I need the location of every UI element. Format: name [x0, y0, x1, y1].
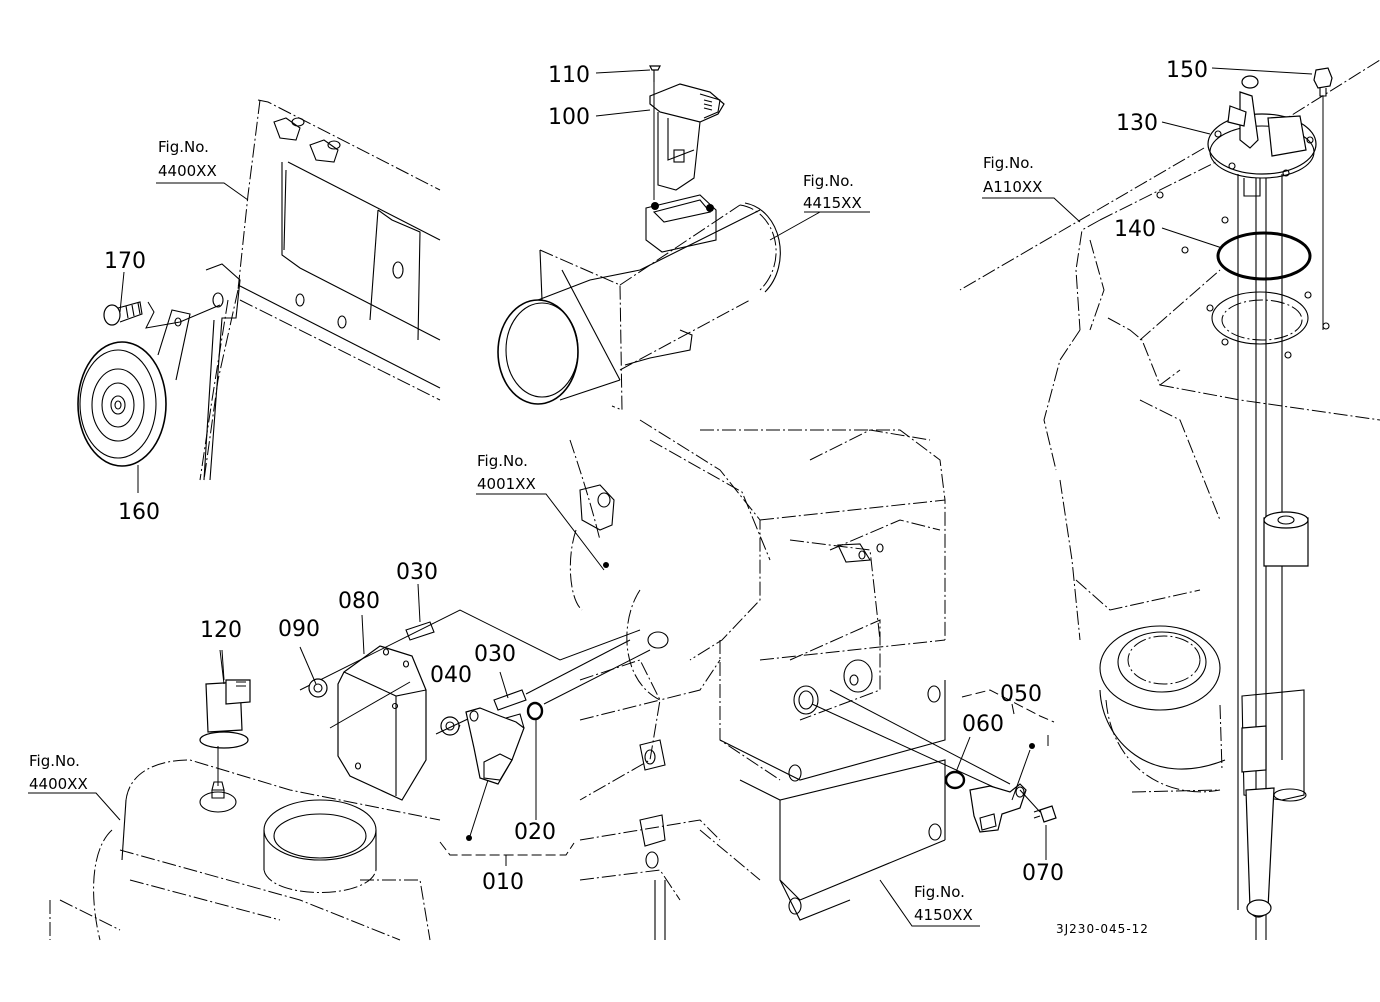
callout-150: 150 — [1166, 58, 1208, 83]
maf-housing-drawing — [497, 194, 781, 411]
engine-block-drawing — [569, 419, 946, 940]
maf-sensor-drawing — [649, 65, 725, 200]
callout-160: 160 — [118, 500, 160, 525]
callout-120: 120 — [200, 618, 242, 643]
callout-130: 130 — [1116, 111, 1158, 136]
fig-ref-4001xx[interactable]: Fig.No. 4001XX — [477, 452, 536, 493]
svg-text:4415XX: 4415XX — [803, 194, 862, 212]
callout-110: 110 — [548, 63, 590, 88]
callout-060: 060 — [962, 712, 1004, 737]
gasket-ring-140 — [1216, 231, 1312, 281]
svg-text:Fig.No.: Fig.No. — [914, 883, 965, 901]
drawing-code: 3J230-045-12 — [1056, 922, 1149, 936]
cam-sensor-group-drawing — [811, 689, 1057, 833]
bolt-150-drawing — [1313, 67, 1333, 330]
svg-text:Fig.No.: Fig.No. — [803, 172, 854, 190]
temperature-sensor-drawing — [199, 649, 251, 786]
callout-010: 010 — [482, 870, 524, 895]
callout-080: 080 — [338, 589, 380, 614]
callout-020: 020 — [514, 820, 556, 845]
callout-030-upper: 030 — [396, 560, 438, 585]
callout-070: 070 — [1022, 861, 1064, 886]
callout-030-lower: 030 — [474, 642, 516, 667]
svg-text:Fig.No.: Fig.No. — [983, 154, 1034, 172]
svg-text:A110XX: A110XX — [983, 178, 1042, 196]
horn-drawing — [77, 301, 221, 467]
callout-090: 090 — [278, 617, 320, 642]
air-cleaner-drawing — [49, 759, 441, 941]
svg-text:Fig.No.: Fig.No. — [29, 752, 80, 770]
svg-text:Fig.No.: Fig.No. — [158, 138, 209, 156]
fig-ref-4400xx-bottom[interactable]: Fig.No. 4400XX — [29, 752, 88, 793]
svg-text:4001XX: 4001XX — [477, 475, 536, 493]
fig-ref-4400xx-top[interactable]: Fig.No. 4400XX — [158, 138, 217, 180]
leader-lines — [28, 67, 1313, 927]
fig-ref-4150xx[interactable]: Fig.No. 4150XX — [914, 883, 973, 924]
fig-ref-a110xx[interactable]: Fig.No. A110XX — [983, 154, 1042, 196]
bolt-170-drawing — [103, 301, 143, 326]
callout-100: 100 — [548, 105, 590, 130]
callout-050: 050 — [1000, 682, 1042, 707]
frame-bracket-drawing — [199, 99, 441, 481]
svg-text:4150XX: 4150XX — [914, 906, 973, 924]
fig-ref-4415xx[interactable]: Fig.No. 4415XX — [803, 172, 862, 212]
svg-text:4400XX: 4400XX — [29, 775, 88, 793]
callout-040: 040 — [430, 663, 472, 688]
svg-text:4400XX: 4400XX — [158, 162, 217, 180]
callout-170: 170 — [104, 249, 146, 274]
svg-text:Fig.No.: Fig.No. — [477, 452, 528, 470]
callout-140: 140 — [1114, 217, 1156, 242]
fuel-sender-drawing — [1207, 75, 1317, 940]
crank-sensor-group-drawing — [299, 609, 651, 801]
fuel-tank-drawing — [1043, 59, 1380, 793]
